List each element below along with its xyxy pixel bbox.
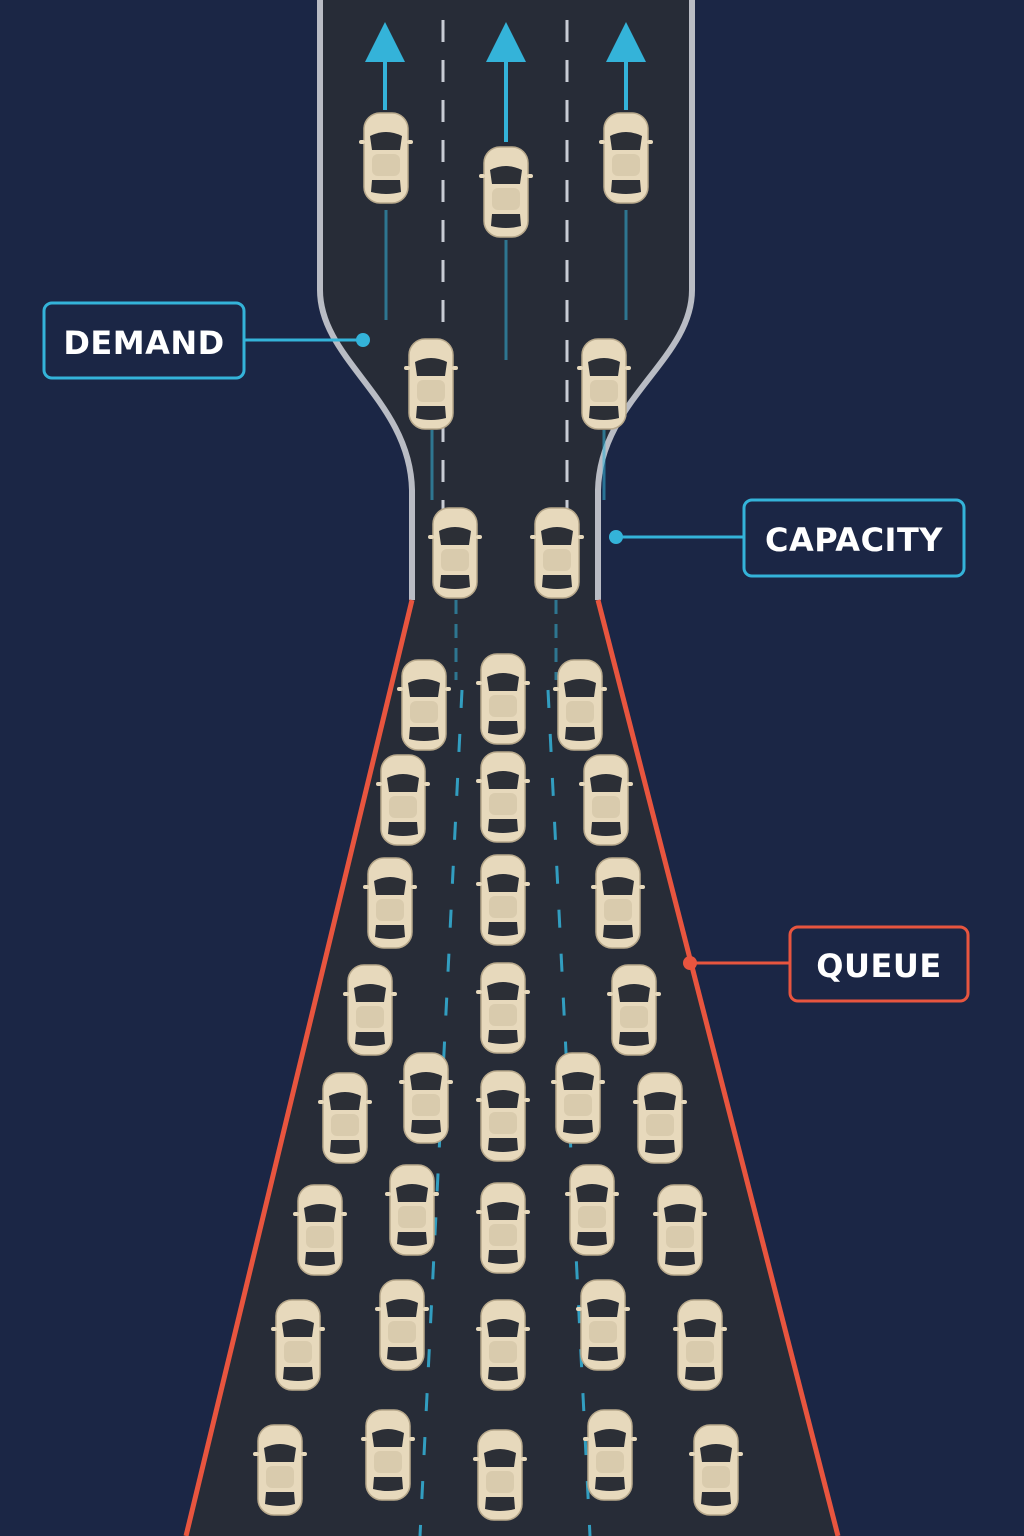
car-icon — [475, 1070, 531, 1162]
car-icon — [550, 1052, 606, 1144]
car-icon — [475, 653, 531, 745]
car-icon — [632, 1072, 688, 1164]
car-icon — [590, 857, 646, 949]
queue-label: QUEUE — [816, 947, 941, 985]
car-icon — [529, 507, 585, 599]
car-icon — [403, 338, 459, 430]
car-icon — [475, 1182, 531, 1274]
queue-lane-dashes — [418, 689, 592, 1536]
car-icon — [375, 754, 431, 846]
car-icon — [398, 1052, 454, 1144]
flow-trails — [384, 210, 628, 680]
car-icon — [472, 1429, 528, 1521]
car-icon — [374, 1279, 430, 1371]
car-icon — [582, 1409, 638, 1501]
demand-callout: DEMAND — [42, 301, 370, 380]
car-icon — [396, 659, 452, 751]
car-icon — [575, 1279, 631, 1371]
car-icon — [672, 1299, 728, 1391]
car-icon — [427, 507, 483, 599]
car-icon — [317, 1072, 373, 1164]
car-icon — [475, 751, 531, 843]
queue-edge-left — [183, 599, 415, 1536]
car-icon — [362, 857, 418, 949]
car-icon — [478, 146, 534, 238]
capacity-label: CAPACITY — [765, 521, 943, 559]
car-icon — [578, 754, 634, 846]
car-icon — [552, 659, 608, 751]
car-icon — [475, 854, 531, 946]
car-icon — [360, 1409, 416, 1501]
car-icon — [270, 1299, 326, 1391]
car-icon — [652, 1184, 708, 1276]
car-icon — [576, 338, 632, 430]
capacity-callout: CAPACITY — [609, 498, 966, 578]
queue-edge-right — [595, 599, 841, 1536]
road-edge-right-upper — [595, 0, 695, 600]
car-icon — [688, 1424, 744, 1516]
car-icon — [475, 962, 531, 1054]
car-icon — [252, 1424, 308, 1516]
car-icon — [358, 112, 414, 204]
car-icon — [598, 112, 654, 204]
car-icon — [342, 964, 398, 1056]
car-icon — [292, 1184, 348, 1276]
car-icon — [384, 1164, 440, 1256]
car-icon — [606, 964, 662, 1056]
road-edge-left-upper — [317, 0, 415, 600]
car-icon — [475, 1299, 531, 1391]
car-icon — [564, 1164, 620, 1256]
queue-callout: QUEUE — [683, 925, 970, 1003]
demand-label: DEMAND — [63, 324, 224, 362]
